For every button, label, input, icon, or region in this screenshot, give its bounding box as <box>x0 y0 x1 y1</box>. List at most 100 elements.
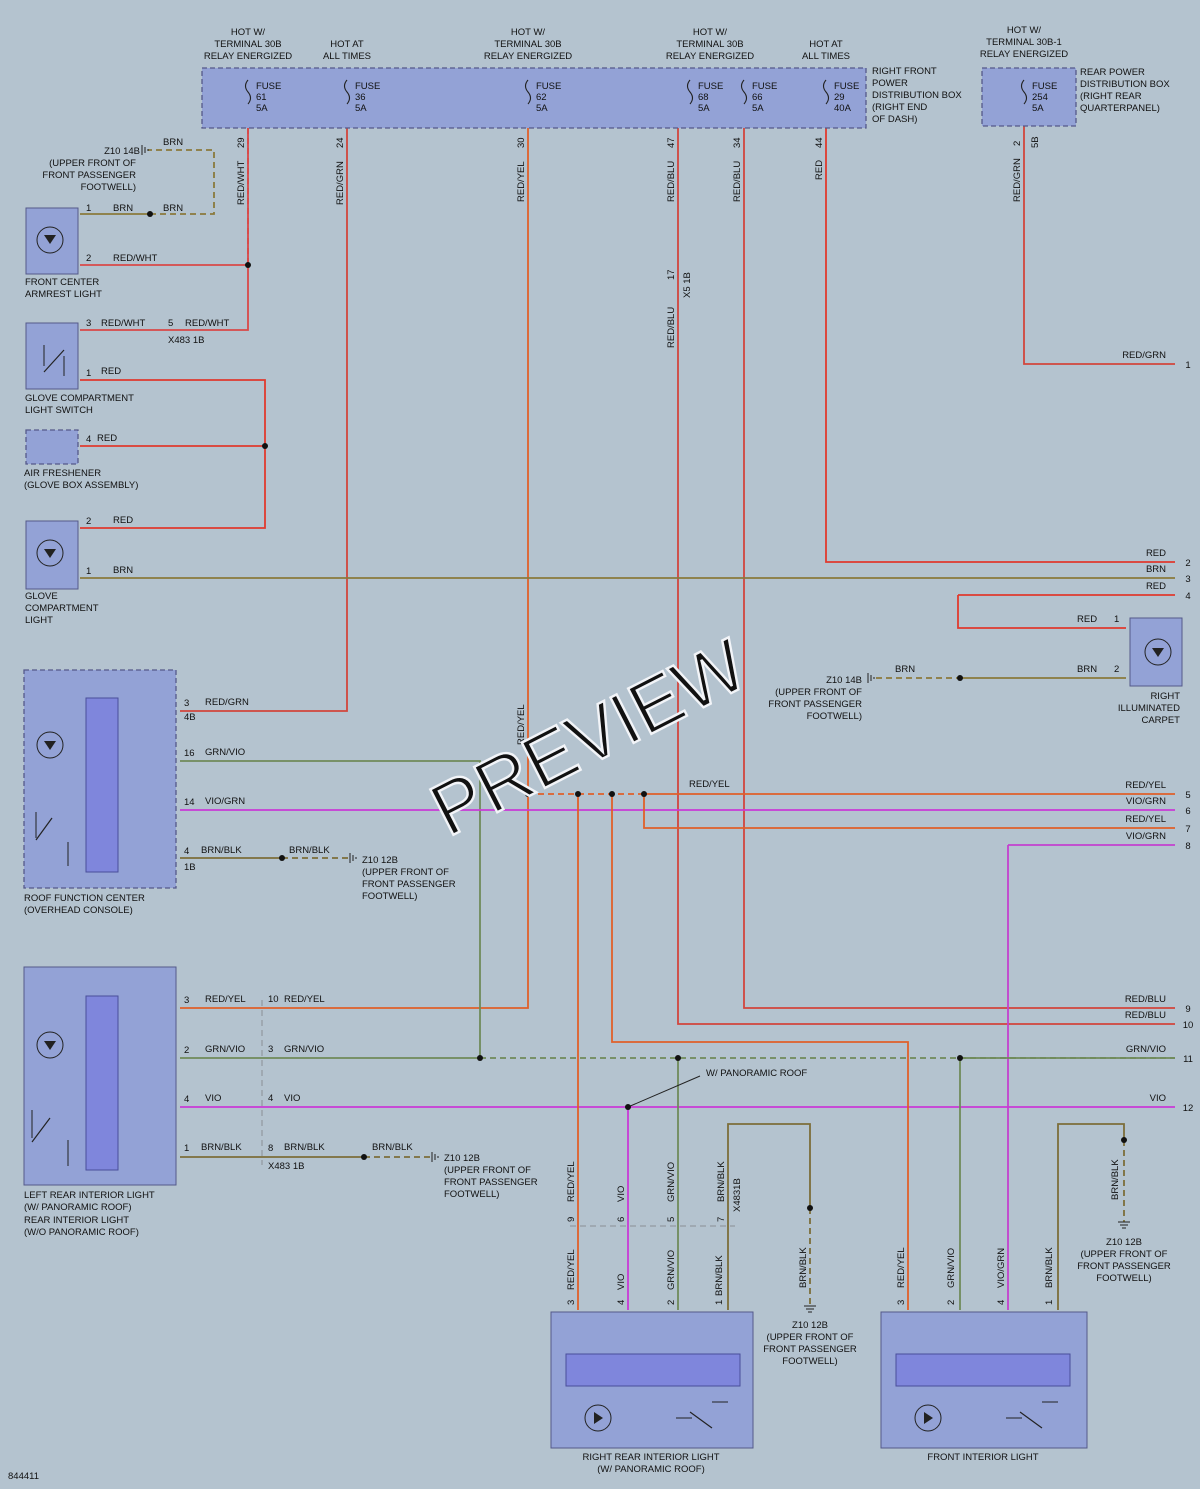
wire-label: VIO <box>205 1093 221 1104</box>
fuse-label: FUSE <box>355 81 380 92</box>
connector-number: 5 <box>1185 790 1190 801</box>
junction-dot <box>957 675 963 681</box>
pin-label: 3 <box>896 1300 907 1305</box>
wire-label: GRN/VIO <box>666 1162 677 1202</box>
wire-label: RED/GRN <box>205 697 249 708</box>
fuse-symbol <box>686 79 694 105</box>
front-power-distribution-box: RIGHT FRONT POWER DISTRIBUTION BOX (RIGH… <box>201 66 962 129</box>
pin-label: 30 <box>516 137 527 148</box>
figure-id: 844411 <box>8 1471 39 1482</box>
ground-location: (UPPER FRONT OF <box>362 867 449 878</box>
pin-label: 4 <box>996 1300 1007 1305</box>
fuse-number: 61 <box>256 92 267 103</box>
pin-label: 2 <box>1012 141 1023 146</box>
wire-label: 1 <box>86 566 91 577</box>
wire-label: BRN/BLK <box>1110 1159 1121 1200</box>
fuse-symbol <box>524 79 532 105</box>
fuse-label: FUSE <box>536 81 561 92</box>
connector-color: RED/BLU <box>1125 994 1166 1005</box>
component-label: (W/ PANORAMIC ROOF) <box>24 1202 131 1213</box>
wire-red-grn <box>1023 126 1175 365</box>
fuse-number: 36 <box>355 92 366 103</box>
junction-dot <box>625 1104 631 1110</box>
wire-label: 1 <box>184 1143 189 1154</box>
wire-label: BRN <box>163 137 183 148</box>
wire-label: RED <box>113 515 133 526</box>
wire-label: RED/WHT <box>236 160 247 205</box>
wire-label: RED/GRN <box>335 161 346 205</box>
wire-label: GRN/VIO <box>946 1248 957 1288</box>
pin-label: 9 <box>566 1217 577 1222</box>
wire-label: RED/WHT <box>185 318 230 329</box>
fuse-symbol <box>244 79 252 105</box>
pin-label: 5 <box>666 1217 677 1222</box>
wire-label: GRN/VIO <box>666 1250 677 1290</box>
connector-color: RED/YEL <box>1125 814 1166 825</box>
relay-labels: HOT W/ TERMINAL 30B RELAY ENERGIZED HOT … <box>204 25 1068 62</box>
front-box-line: DISTRIBUTION BOX <box>872 90 962 101</box>
ground-location: FRONT PASSENGER <box>444 1177 538 1188</box>
wire-label: 5 <box>168 318 173 329</box>
wire-label: VIO <box>616 1274 627 1290</box>
wire-label: VIO/GRN <box>205 796 245 807</box>
wire-label: GRN/VIO <box>205 747 245 758</box>
ground-location: (UPPER FRONT OF <box>444 1165 531 1176</box>
wire-label: RED <box>814 160 825 180</box>
wire-grn-vio <box>180 760 481 1058</box>
relay-label: TERMINAL 30B <box>214 39 281 50</box>
wire-label: RED/BLU <box>666 307 677 348</box>
ground-label: Z10 12B <box>362 855 398 866</box>
wire-red-wht <box>80 128 249 331</box>
pin-label: 17 <box>666 269 677 280</box>
wire-label: RED <box>97 433 117 444</box>
relay-label: ALL TIMES <box>323 51 371 62</box>
fuse-number: 62 <box>536 92 547 103</box>
component-label: (OVERHEAD CONSOLE) <box>24 905 133 916</box>
component-label: LIGHT <box>25 615 53 626</box>
wire-label: RED/WHT <box>101 318 146 329</box>
junction-dots <box>147 211 1127 1211</box>
wire-label: 1 <box>86 203 91 214</box>
ground-icon <box>867 673 875 683</box>
ground-location: FRONT PASSENGER <box>1077 1261 1171 1272</box>
relay-label: HOT W/ <box>231 27 265 38</box>
rear-power-distribution-box: REAR POWER DISTRIBUTION BOX (RIGHT REAR … <box>981 67 1170 127</box>
junction-dot <box>807 1205 813 1211</box>
relay-label: HOT W/ <box>1007 25 1041 36</box>
component-label: CARPET <box>1141 715 1180 726</box>
wire-red-blu <box>743 128 1175 1009</box>
ground-location: FRONT PASSENGER <box>42 170 136 181</box>
connector-number: 3 <box>1185 574 1190 585</box>
junction-dot <box>262 443 268 449</box>
fuse-rating: 5A <box>536 103 548 114</box>
relay-label: HOT AT <box>809 39 843 50</box>
relay-label: TERMINAL 30B <box>676 39 743 50</box>
relay-label: RELAY ENERGIZED <box>980 49 1068 60</box>
component-label: ILLUMINATED <box>1118 703 1180 714</box>
wire-label: RED/YEL <box>284 994 325 1005</box>
wire-label: BRN/BLK <box>201 1142 242 1153</box>
fuse-rating: 5A <box>355 103 367 114</box>
wire-label: 1B <box>184 862 196 873</box>
connector-color: RED/YEL <box>1125 780 1166 791</box>
component-label: GLOVE <box>25 591 58 602</box>
relay-label: TERMINAL 30B <box>494 39 561 50</box>
connector-number: 10 <box>1183 1020 1194 1031</box>
wire-red-grn <box>180 128 348 712</box>
wire-label: RED <box>101 366 121 377</box>
wire-label: 2 <box>86 516 91 527</box>
wire-label: RED/YEL <box>896 1247 907 1288</box>
relay-label: TERMINAL 30B-1 <box>986 37 1062 48</box>
wire-label: RED/BLU <box>732 161 743 202</box>
wire-label: BRN/BLK <box>716 1161 727 1202</box>
relay-label: HOT AT <box>330 39 364 50</box>
wire-label: RED/YEL <box>205 994 246 1005</box>
wire-label: GRN/VIO <box>284 1044 324 1055</box>
connector-color: RED/GRN <box>1122 350 1166 361</box>
ground-icon <box>431 1152 439 1162</box>
fuse-label: FUSE <box>698 81 723 92</box>
relay-label: HOT W/ <box>693 27 727 38</box>
connector-color: RED <box>1146 548 1166 559</box>
wire-label: RED/YEL <box>689 779 730 790</box>
